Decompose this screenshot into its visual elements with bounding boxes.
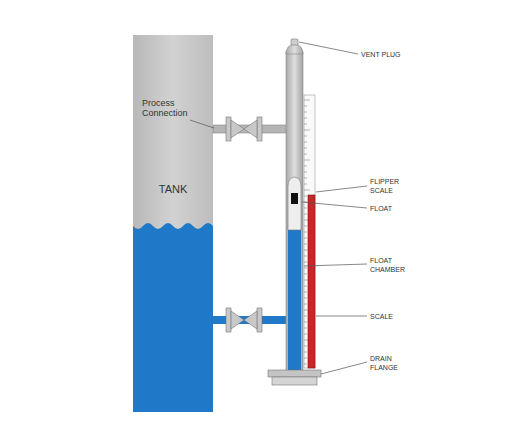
tank: TANK [133, 35, 213, 412]
lower-valve [231, 311, 257, 329]
tank-liquid [133, 223, 213, 412]
part-label: SCALE [370, 312, 430, 321]
part-label: FLOAT CHAMBER [370, 256, 410, 274]
float-chamber [286, 52, 303, 372]
tank-label: TANK [133, 183, 213, 195]
float-magnet [291, 193, 298, 204]
upper-valve [231, 120, 257, 138]
vent-plug [291, 39, 298, 45]
leader-lines [190, 42, 367, 374]
flipper-red [308, 195, 315, 368]
part-label: Process Connection [142, 98, 204, 118]
part-label: FLIPPER SCALE [370, 177, 406, 195]
part-label: FLOAT [370, 204, 430, 213]
float-body [288, 177, 301, 230]
scale-body [304, 95, 315, 368]
part-label: DRAIN FLANGE [370, 354, 406, 372]
drain-flange [268, 370, 321, 377]
tank-shell [133, 35, 213, 412]
part-label: VENT PLUG [361, 50, 431, 59]
chamber-liquid [288, 228, 301, 372]
